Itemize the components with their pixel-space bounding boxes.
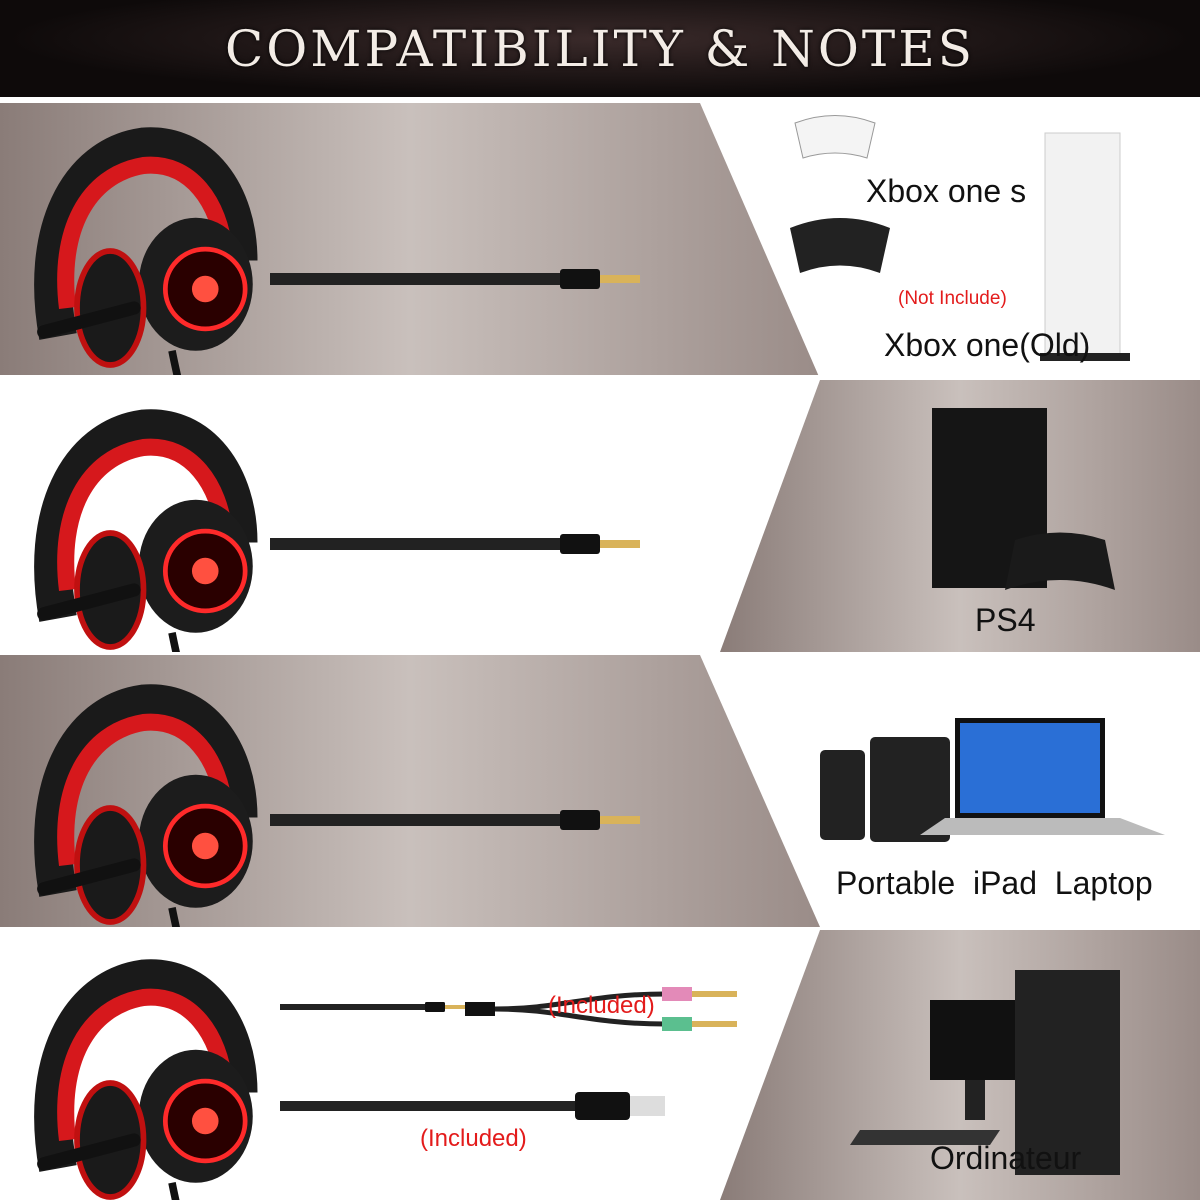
note-included-adapter: (Included) <box>548 992 655 1019</box>
note-included-usb: (Included) <box>420 1125 527 1152</box>
row-mobile: Portable iPad Laptop <box>0 655 1200 927</box>
row-xbox: Xbox one s (Not Include) Xbox one(Old) <box>0 103 1200 375</box>
label-ordinateur: Ordinateur <box>930 1140 1082 1176</box>
row-ps4: PS4 <box>0 380 1200 652</box>
label-xbox-one-s: Xbox one s <box>866 173 1027 209</box>
label-xbox-one-old: Xbox one(Old) <box>884 327 1091 363</box>
label-portable-ipad-laptop: Portable iPad Laptop <box>836 865 1153 901</box>
header-banner: COMPATIBILITY & NOTES <box>0 0 1200 97</box>
page-title: COMPATIBILITY & NOTES <box>225 19 975 78</box>
label-ps4: PS4 <box>975 602 1036 638</box>
row-pc: (Included) (Included) Ordinateur <box>0 930 1200 1200</box>
note-not-include: (Not Include) <box>898 288 1007 309</box>
